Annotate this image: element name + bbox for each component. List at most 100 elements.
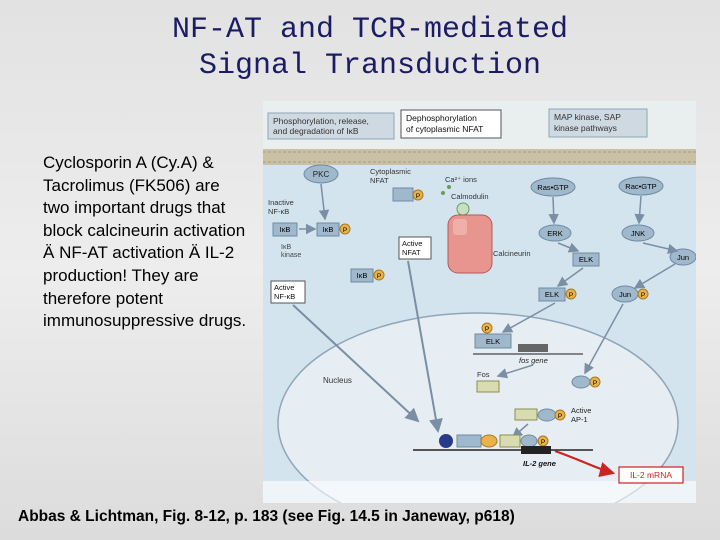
header-left-line-2: and degradation of IκB bbox=[273, 126, 359, 136]
cyto-nfat-line-2: NFAT bbox=[370, 176, 389, 185]
active-ap1-line-2: AP-1 bbox=[571, 415, 588, 424]
p-label-ap1: P bbox=[558, 413, 562, 420]
ikb-kinase-line-2: kinase bbox=[281, 252, 301, 259]
cytoplasmic-nfat: P bbox=[392, 187, 424, 202]
jun-node-1: Jun bbox=[669, 248, 697, 266]
elk-node-2: ELK P bbox=[538, 287, 577, 302]
svg-text:kinase pathways: kinase pathways bbox=[554, 123, 617, 133]
active-nfat-line-1: Active bbox=[402, 239, 422, 248]
il2-promoter-complex: P bbox=[439, 434, 549, 448]
arrow-fos-gene-to-fos bbox=[496, 364, 534, 379]
block-arrow-2: Ä bbox=[188, 243, 201, 263]
jun2-label: Jun bbox=[619, 290, 631, 299]
elk3-label: ELK bbox=[486, 337, 500, 346]
p-label-ikb3: P bbox=[377, 273, 381, 280]
lower-band bbox=[263, 481, 696, 503]
jnk-label: JNK bbox=[631, 229, 645, 238]
ikb-kinase-line-1: IκB bbox=[281, 244, 291, 251]
ras-gtp-label: Ras•GTP bbox=[537, 183, 568, 192]
p-label-elk2: P bbox=[569, 292, 573, 299]
arrow-elk-to-nucleus bbox=[501, 302, 556, 333]
elk-node-1: ELK bbox=[572, 252, 600, 267]
header-mid-line-2: of cytoplasmic NFAT bbox=[406, 124, 483, 134]
body-text: Cyclosporin A (Cy.A) & Tacrolimus (FK506… bbox=[43, 152, 248, 333]
fos-gene: fos gene bbox=[473, 344, 583, 365]
header-mid-line-1: Dephosphorylation bbox=[406, 113, 477, 123]
figure-citation: Abbas & Lichtman, Fig. 8-12, p. 183 (see… bbox=[18, 508, 515, 525]
body-part-2: NF-AT activation bbox=[54, 243, 189, 263]
active-nfkb-line-2: NF-κB bbox=[274, 292, 295, 301]
p-label-jun2: P bbox=[641, 292, 645, 299]
rac-gtp-node: Rac•GTP bbox=[618, 176, 664, 196]
calcineurin-label: Calcineurin bbox=[493, 249, 531, 258]
membrane-bilayer bbox=[263, 151, 696, 163]
arrow-nfkb-to-nucleus bbox=[292, 304, 420, 423]
degraded-ikb: IκB P bbox=[350, 268, 385, 283]
arrow-pkc-to-ikb bbox=[318, 183, 330, 221]
svg-text:Phosphorylation, release,: Phosphorylation, release, bbox=[273, 116, 369, 126]
arrow-erk-to-elk bbox=[557, 242, 580, 253]
cyto-nfat-line-1: Cytoplasmic bbox=[370, 167, 411, 176]
p-label-fos: P bbox=[593, 380, 597, 387]
elk-node-3: P ELK bbox=[474, 322, 512, 349]
jun-node-2: Jun P bbox=[611, 285, 649, 303]
header-right-line-1: MAP kinase, SAP bbox=[554, 112, 621, 122]
slide-title: NF-AT and TCR-mediated Signal Transducti… bbox=[120, 12, 620, 84]
body-part-3: IL-2 production! They are therefore pote… bbox=[43, 243, 247, 331]
ikb2-label: IκB bbox=[323, 225, 334, 234]
calmodulin-node bbox=[441, 185, 470, 216]
fos-protein: P bbox=[476, 375, 601, 393]
calmodulin-label: Calmodulin bbox=[451, 192, 489, 201]
il2-mrna-label: IL-2 mRNA bbox=[630, 470, 672, 480]
p-label-elk3: P bbox=[485, 326, 489, 333]
pkc-node: PKC bbox=[303, 164, 339, 184]
active-nfat-box: Active NFAT bbox=[398, 236, 432, 260]
phospho-ikb: IκB P bbox=[316, 222, 351, 237]
nucleus-label: Nucleus bbox=[323, 376, 352, 385]
erk-label: ERK bbox=[547, 229, 562, 238]
active-nfkb-line-1: Active bbox=[274, 283, 294, 292]
inactive-nfkb-line-1: Inactive bbox=[268, 198, 294, 207]
cell-membrane bbox=[263, 149, 696, 165]
pkc-label: PKC bbox=[313, 170, 330, 179]
active-ap1: P Active AP-1 bbox=[514, 406, 591, 424]
body-part-1: Cyclosporin A (Cy.A) & Tacrolimus (FK506… bbox=[43, 153, 246, 240]
arrow-rac-to-jnk bbox=[634, 195, 645, 225]
active-nfat-line-2: NFAT bbox=[402, 248, 421, 257]
rac-gtp-label: Rac•GTP bbox=[625, 182, 656, 191]
arrow-jun-to-nucleus bbox=[584, 303, 624, 375]
erk-node: ERK bbox=[538, 224, 572, 242]
svg-text:and degradation of IκB: and degradation of IκB bbox=[273, 126, 359, 136]
header-nfat-dephosphorylation: Dephosphorylation of cytoplasmic NFAT bbox=[400, 109, 502, 139]
jnk-node: JNK bbox=[621, 224, 655, 242]
elk2-label: ELK bbox=[545, 290, 559, 299]
signal-pathway-figure: Phosphorylation, release, and degradatio… bbox=[263, 101, 697, 534]
calcineurin-node bbox=[447, 214, 493, 274]
arrow-elk-phospho bbox=[556, 267, 584, 287]
arrow-ras-to-erk bbox=[548, 196, 559, 225]
fos-label: Fos bbox=[477, 370, 490, 379]
svg-text:MAP kinase, SAP: MAP kinase, SAP bbox=[554, 112, 621, 122]
il2-gene: IL-2 gene bbox=[413, 446, 593, 468]
ikb-complex: IκB bbox=[272, 222, 298, 237]
ca-ions-label: Ca²⁺ ions bbox=[445, 175, 477, 184]
il2-mrna-box: IL-2 mRNA bbox=[618, 466, 684, 484]
ikb3-label: IκB bbox=[357, 271, 368, 280]
ikb-label: IκB bbox=[280, 225, 291, 234]
arrow-jun-phospho bbox=[633, 263, 676, 289]
active-nfkb-box: Active NF-κB bbox=[270, 280, 306, 304]
pathway-diagram-svg: Phosphorylation, release, and degradatio… bbox=[263, 101, 697, 534]
jun-label: Jun bbox=[677, 253, 689, 262]
arrow-jnk-to-jun bbox=[642, 242, 679, 255]
title-line-1: NF-AT and TCR-mediated bbox=[171, 13, 569, 47]
title-line-2: Signal Transduction bbox=[198, 49, 542, 83]
arrow-nfat-to-nucleus bbox=[407, 260, 443, 433]
fos-gene-label: fos gene bbox=[519, 356, 548, 365]
header-ikb-phosphorylation: Phosphorylation, release, and degradatio… bbox=[267, 112, 395, 140]
inactive-nfkb-line-2: NF-κB bbox=[268, 207, 289, 216]
block-arrow-1: Ä bbox=[43, 243, 55, 263]
active-ap1-line-1: Active bbox=[571, 406, 591, 415]
ras-gtp-node: Ras•GTP bbox=[530, 177, 576, 197]
body-paragraph: Cyclosporin A (Cy.A) & Tacrolimus (FK506… bbox=[43, 152, 248, 333]
header-left-line-1: Phosphorylation, release, bbox=[273, 116, 369, 126]
